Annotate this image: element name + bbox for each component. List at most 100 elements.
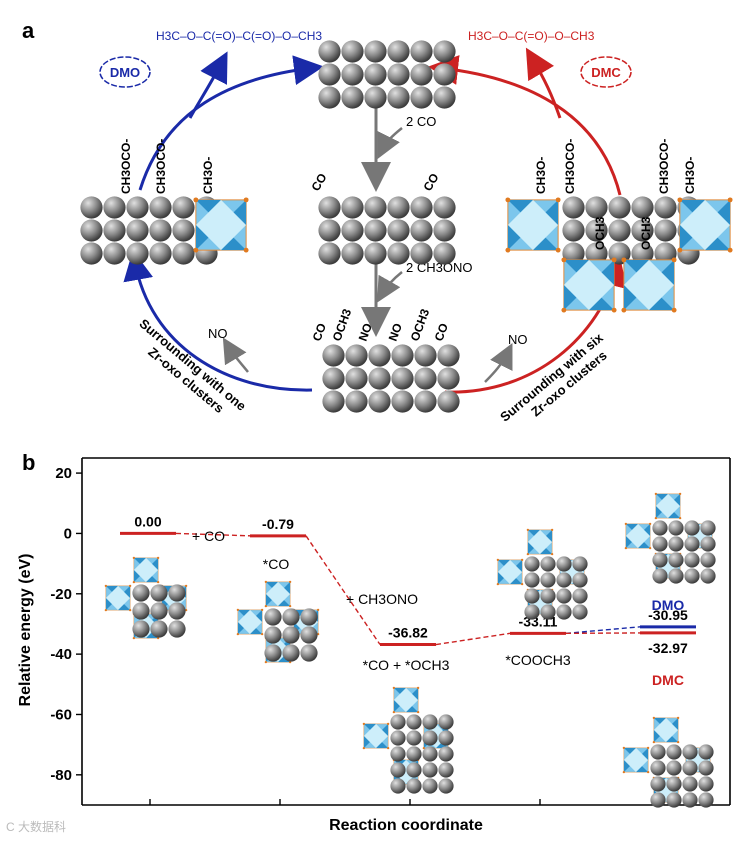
metal-atom	[172, 196, 195, 219]
metal-atom	[318, 40, 341, 63]
metal-atom	[341, 219, 364, 242]
metal-atom	[437, 344, 460, 367]
metal-atom	[387, 63, 410, 86]
metal-atom	[103, 219, 126, 242]
grey-arrow-no-right	[484, 343, 513, 383]
metal-atom	[684, 568, 700, 584]
metal-atom	[524, 556, 540, 572]
metal-atom	[437, 367, 460, 390]
metal-atom	[345, 367, 368, 390]
metal-atom	[168, 620, 186, 638]
energy-value-label: 0.00	[134, 513, 161, 529]
red-cycle-arrow-top	[428, 55, 622, 196]
metal-atom	[103, 196, 126, 219]
metal-atom	[264, 644, 282, 662]
metal-atom	[631, 242, 654, 265]
metal-atom	[172, 242, 195, 265]
structure-cooch3	[496, 528, 588, 620]
metal-atom	[438, 778, 454, 794]
metal-atom	[422, 730, 438, 746]
metal-atom	[650, 760, 666, 776]
ads-bot-4: NO	[386, 321, 405, 343]
metal-atom	[556, 572, 572, 588]
dmc-molecule: H3C–O–C(=O)–O–CH3	[468, 29, 595, 43]
metal-atom	[390, 730, 406, 746]
metal-atom	[562, 242, 585, 265]
ads-mid-1: CO	[308, 171, 329, 194]
red-product-arrow	[525, 47, 562, 119]
metal-atom	[387, 196, 410, 219]
ads-bot-1: CO	[310, 321, 329, 343]
metal-atom	[422, 778, 438, 794]
metal-atom	[540, 572, 556, 588]
metal-atom	[684, 536, 700, 552]
metal-atom	[652, 520, 668, 536]
no-left-label: NO	[208, 326, 228, 341]
metal-atom	[433, 219, 456, 242]
structure-co	[236, 580, 320, 664]
dmo-cloud-label: DMO	[110, 65, 140, 80]
metal-atom	[540, 588, 556, 604]
metal-atom	[684, 520, 700, 536]
metal-atom	[391, 344, 414, 367]
metal-atom	[562, 196, 585, 219]
metal-atom	[390, 778, 406, 794]
metal-atom	[341, 86, 364, 109]
metal-atom	[318, 63, 341, 86]
metal-atom	[282, 644, 300, 662]
metal-atom	[682, 760, 698, 776]
metal-atom	[80, 219, 103, 242]
ads-bot-5: OCH3	[408, 307, 433, 343]
metal-atom	[682, 792, 698, 808]
level-connector	[435, 632, 511, 646]
grey-arrow-co-in	[377, 127, 403, 159]
metal-atom	[414, 390, 437, 413]
level-connector	[175, 532, 251, 537]
metal-atom	[414, 367, 437, 390]
metal-atom	[406, 778, 422, 794]
y-tick-label: -80	[50, 767, 72, 784]
metal-atom	[666, 776, 682, 792]
zr-cluster-right-3	[560, 256, 618, 314]
energy-axes	[81, 457, 731, 806]
metal-atom	[572, 572, 588, 588]
dmc-cloud	[580, 56, 632, 88]
metal-atom	[433, 242, 456, 265]
ads-left-1: CH3OCO-	[119, 139, 133, 194]
metal-atom	[524, 588, 540, 604]
metal-atom	[168, 602, 186, 620]
metal-atom	[282, 608, 300, 626]
metal-atom	[524, 572, 540, 588]
metal-atom	[422, 714, 438, 730]
metal-atom	[264, 626, 282, 644]
metal-atom	[654, 242, 677, 265]
metal-atom	[668, 568, 684, 584]
metal-atom	[438, 714, 454, 730]
metal-atom	[150, 602, 168, 620]
metal-slab-bottom	[322, 344, 460, 413]
ads-bot-6: CO	[432, 321, 451, 343]
metal-atom	[406, 746, 422, 762]
metal-atom	[103, 242, 126, 265]
metal-atom	[149, 219, 172, 242]
structure-co-och3	[362, 686, 454, 794]
ads-right-1: CH3O-	[534, 157, 548, 194]
metal-atom	[387, 40, 410, 63]
metal-atom	[698, 792, 714, 808]
metal-atom	[666, 760, 682, 776]
metal-atom	[585, 219, 608, 242]
metal-atom	[410, 86, 433, 109]
metal-atom	[682, 776, 698, 792]
metal-atom	[368, 344, 391, 367]
metal-atom	[406, 762, 422, 778]
level-connector-dmo	[565, 626, 641, 635]
metal-atom	[650, 792, 666, 808]
metal-atom	[700, 568, 716, 584]
metal-atom	[700, 552, 716, 568]
metal-atom	[654, 196, 677, 219]
metal-atom	[322, 390, 345, 413]
metal-atom	[666, 792, 682, 808]
metal-atom	[433, 63, 456, 86]
panel-a-label: a	[22, 18, 35, 43]
